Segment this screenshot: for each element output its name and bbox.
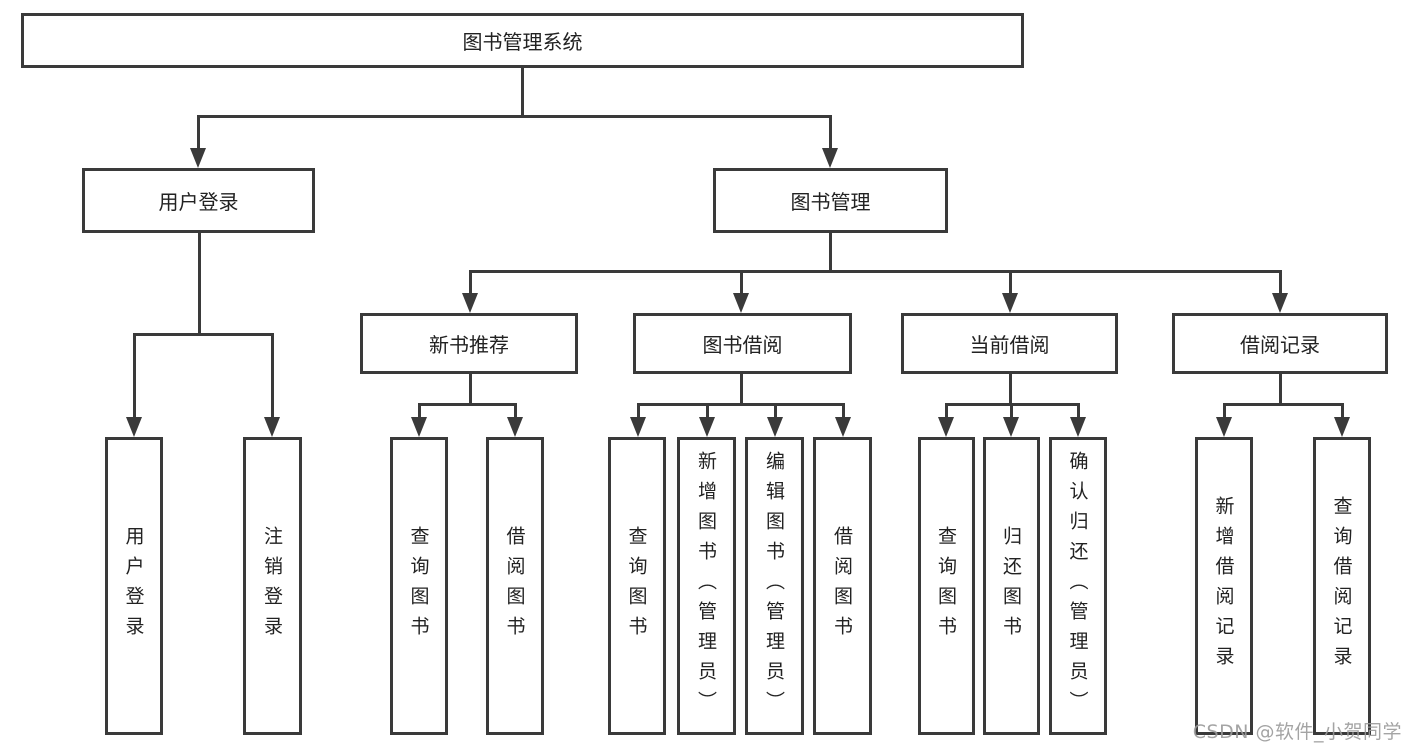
connector-drop-book-borrow: [705, 405, 709, 419]
arrowhead-down-icon: [938, 417, 954, 437]
node-label-bb-query-book: 查询图书: [625, 526, 648, 646]
node-label-cb-confirm-return-admin: 确认归还（管理员）: [1066, 451, 1089, 721]
arrowhead-down-icon: [733, 293, 749, 313]
arrowhead-down-icon: [1334, 417, 1350, 437]
node-label-nbr-query-book: 查询图书: [407, 526, 430, 646]
connector-bar-book-mgmt: [468, 270, 1282, 273]
arrowhead-down-icon: [822, 148, 838, 168]
node-br-query-record: 查询借阅记录: [1313, 437, 1371, 735]
node-cb-query-book: 查询图书: [918, 437, 975, 735]
node-label-borrow-record: 借阅记录: [1240, 333, 1320, 357]
connector-drop-root: [196, 117, 200, 150]
node-book-borrow: 图书借阅: [633, 313, 852, 374]
connector-drop-book-mgmt: [1278, 272, 1282, 295]
node-label-bb-add-book-admin: 新增图书（管理员）: [695, 451, 717, 721]
node-nbr-borrow-book: 借阅图书: [486, 437, 544, 735]
connector-bar-borrow-record: [1222, 403, 1344, 406]
connector-bar-book-borrow: [636, 403, 845, 406]
arrowhead-down-icon: [1216, 417, 1232, 437]
connector-bar-current-borrow: [944, 403, 1080, 406]
connector-drop-book-borrow: [773, 405, 777, 419]
node-cb-confirm-return-admin: 确认归还（管理员）: [1049, 437, 1107, 735]
connector-bar-new-book-rec: [417, 403, 517, 406]
connector-drop-root: [828, 117, 832, 150]
node-bb-edit-book-admin: 编辑图书（管理员）: [745, 437, 804, 735]
node-label-new-book-rec: 新书推荐: [429, 333, 509, 357]
arrowhead-down-icon: [699, 417, 715, 437]
node-br-add-record: 新增借阅记录: [1195, 437, 1253, 735]
connector-drop-new-book-rec: [513, 405, 517, 419]
node-label-bb-borrow-book: 借阅图书: [831, 526, 853, 646]
node-label-nbr-borrow-book: 借阅图书: [503, 526, 526, 646]
node-label-cb-query-book: 查询图书: [935, 526, 957, 646]
connector-stem-user-login: [197, 233, 201, 336]
node-ul-user-login: 用户登录: [105, 437, 163, 735]
node-label-book-borrow: 图书借阅: [702, 333, 783, 357]
connector-bar-root: [196, 115, 832, 118]
arrowhead-down-icon: [1003, 417, 1019, 437]
node-label-root: 图书管理系统: [462, 30, 583, 54]
connector-stem-borrow-record: [1278, 374, 1282, 406]
connector-drop-current-borrow: [1076, 405, 1080, 419]
node-label-bb-edit-book-admin: 编辑图书（管理员）: [763, 451, 785, 721]
connector-drop-borrow-record: [1222, 405, 1226, 419]
connector-drop-book-borrow: [636, 405, 640, 419]
node-bb-query-book: 查询图书: [608, 437, 666, 735]
connector-stem-book-borrow: [739, 374, 743, 406]
connector-drop-user-login: [132, 335, 136, 419]
arrowhead-down-icon: [1070, 417, 1086, 437]
arrowhead-down-icon: [190, 148, 206, 168]
node-current-borrow: 当前借阅: [901, 313, 1118, 374]
connector-bar-user-login: [132, 333, 274, 336]
node-label-cb-return-book: 归还图书: [1000, 526, 1022, 646]
node-new-book-rec: 新书推荐: [360, 313, 578, 374]
arrowhead-down-icon: [835, 417, 851, 437]
connector-drop-book-borrow: [841, 405, 845, 419]
connector-drop-book-mgmt: [739, 272, 743, 295]
node-label-book-mgmt: 图书管理: [790, 190, 871, 214]
connector-drop-current-borrow: [1009, 405, 1013, 419]
node-book-mgmt: 图书管理: [713, 168, 948, 233]
connector-drop-user-login: [270, 335, 274, 419]
node-label-br-query-record: 查询借阅记录: [1330, 496, 1353, 676]
arrowhead-down-icon: [264, 417, 280, 437]
connector-drop-new-book-rec: [417, 405, 421, 419]
arrowhead-down-icon: [507, 417, 523, 437]
node-label-br-add-record: 新增借阅记录: [1212, 496, 1235, 676]
connector-stem-current-borrow: [1008, 374, 1012, 406]
arrowhead-down-icon: [630, 417, 646, 437]
arrowhead-down-icon: [462, 293, 478, 313]
node-bb-borrow-book: 借阅图书: [813, 437, 872, 735]
node-root: 图书管理系统: [21, 13, 1024, 68]
arrowhead-down-icon: [1002, 293, 1018, 313]
connector-stem-new-book-rec: [468, 374, 472, 406]
node-user-login: 用户登录: [82, 168, 315, 233]
connector-drop-book-mgmt: [1008, 272, 1012, 295]
arrowhead-down-icon: [126, 417, 142, 437]
node-bb-add-book-admin: 新增图书（管理员）: [677, 437, 736, 735]
node-label-current-borrow: 当前借阅: [969, 333, 1050, 357]
node-label-ul-logout: 注销登录: [261, 526, 283, 646]
connector-stem-book-mgmt: [828, 233, 832, 273]
node-nbr-query-book: 查询图书: [390, 437, 448, 735]
connector-drop-borrow-record: [1340, 405, 1344, 419]
arrowhead-down-icon: [411, 417, 427, 437]
arrowhead-down-icon: [767, 417, 783, 437]
csdn-watermark: CSDN @软件_小贺同学: [1192, 721, 1402, 743]
node-borrow-record: 借阅记录: [1172, 313, 1388, 374]
connector-drop-book-mgmt: [468, 272, 472, 295]
connector-drop-current-borrow: [944, 405, 948, 419]
node-label-user-login: 用户登录: [158, 190, 239, 214]
node-ul-logout: 注销登录: [243, 437, 302, 735]
node-cb-return-book: 归还图书: [983, 437, 1040, 735]
node-label-ul-user-login: 用户登录: [122, 526, 145, 646]
arrowhead-down-icon: [1272, 293, 1288, 313]
connector-stem-root: [520, 68, 524, 118]
